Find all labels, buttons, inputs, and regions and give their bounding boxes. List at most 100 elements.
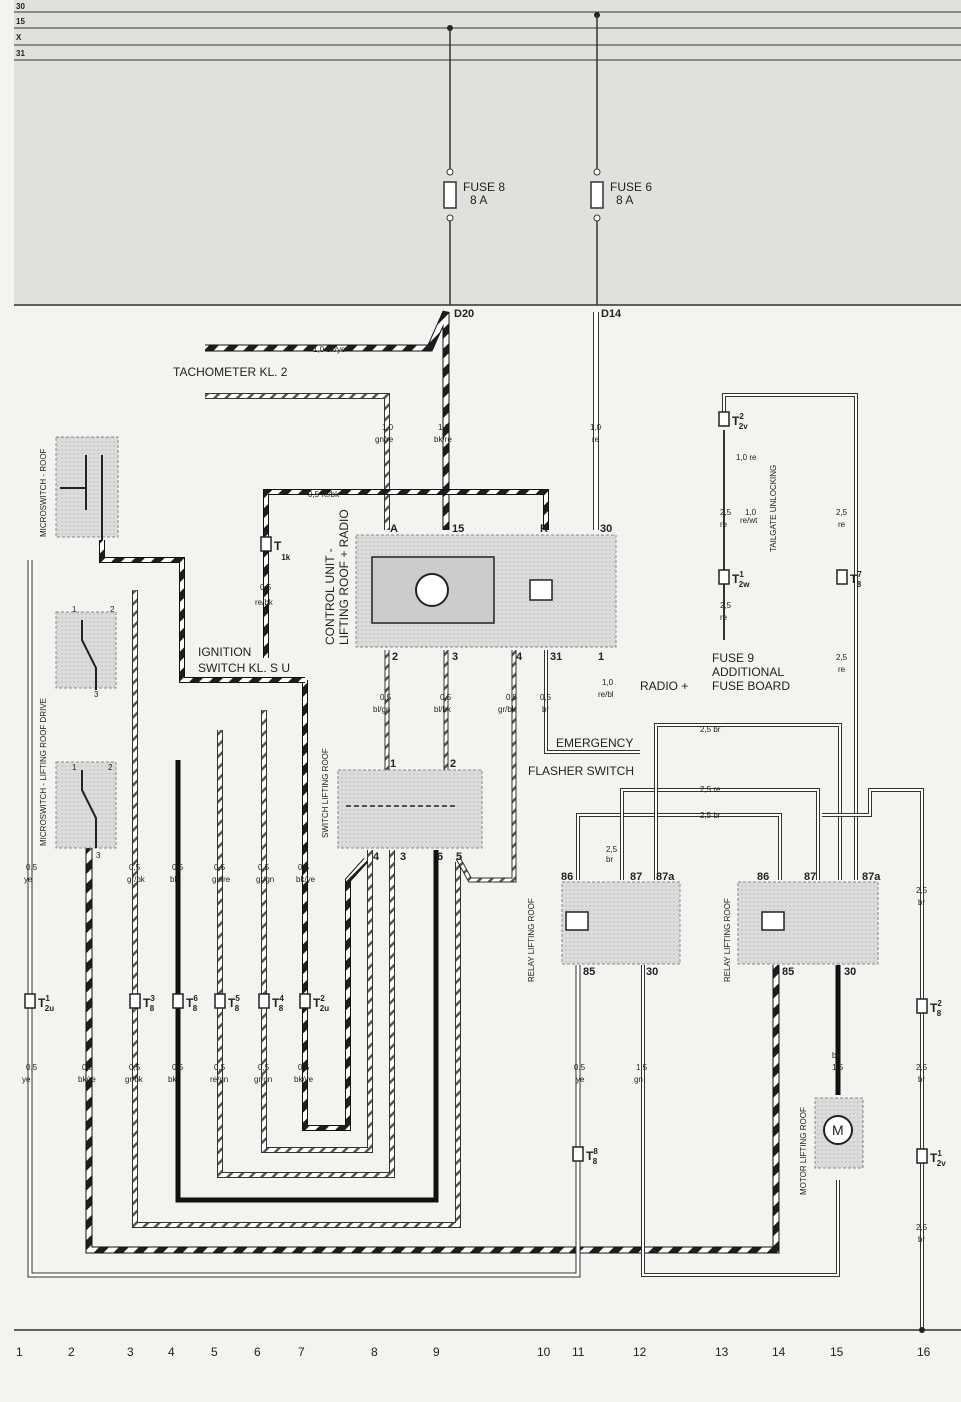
relay-1-pin-86: 86	[561, 871, 573, 883]
svg-text:br: br	[606, 855, 613, 864]
column-number: 2	[68, 1345, 75, 1359]
cu-pin-30: 30	[600, 523, 612, 535]
control-unit-label-2: LIFTING ROOF + RADIO	[337, 509, 351, 645]
switch-pin-6: 6	[437, 851, 443, 863]
cu-pin-3: 3	[452, 651, 458, 663]
svg-text:2,5: 2,5	[916, 1223, 928, 1232]
wire-label-upper: 0,5	[298, 863, 310, 872]
microswitch-roof-label: MICROSWITCH - ROOF	[39, 448, 48, 537]
relay-2-pin-87a: 87a	[862, 871, 881, 883]
svg-text:0,5: 0,5	[440, 693, 452, 702]
fuse-box-area	[14, 0, 961, 305]
svg-text:re: re	[720, 520, 728, 529]
wire-label-upper: 0,5	[26, 863, 38, 872]
svg-text:2,5: 2,5	[720, 508, 732, 517]
wire-label-lower: 0,5	[26, 1063, 38, 1072]
svg-text:1,5: 1,5	[832, 1063, 844, 1072]
svg-text:2,5: 2,5	[836, 508, 848, 517]
tach-wire-label: 1,0 bk/ye	[313, 345, 346, 354]
fuse-8-rating: 8 A	[470, 193, 487, 207]
svg-text:0,5: 0,5	[540, 693, 552, 702]
svg-text:1,5: 1,5	[636, 1063, 648, 1072]
svg-text:3: 3	[96, 851, 101, 860]
wire-label-upper-color: ye	[24, 875, 33, 884]
svg-text:1: 1	[72, 605, 77, 614]
microswitch-drive-label: MICROSWITCH - LIFTING ROOF DRIVE	[39, 698, 48, 846]
svg-text:br: br	[542, 705, 549, 714]
tailgate-label: TAILGATE UNLOCKING	[769, 465, 778, 552]
column-number: 6	[254, 1345, 261, 1359]
wire-label-upper-color: gn/re	[212, 875, 231, 884]
column-number: 1	[16, 1345, 23, 1359]
svg-text:re: re	[592, 435, 600, 444]
svg-text:2,5: 2,5	[606, 845, 618, 854]
wire-label-lower-color: ye	[22, 1075, 31, 1084]
fuse9-label-3: FUSE BOARD	[712, 679, 790, 693]
svg-text:gn/re: gn/re	[375, 435, 394, 444]
svg-text:1,0: 1,0	[590, 423, 602, 432]
switch-lifting-roof-label: SWITCH LIFTING ROOF	[321, 748, 330, 838]
svg-text:re/bk: re/bk	[255, 598, 274, 607]
relay-1-pin-30: 30	[646, 966, 658, 978]
cu-pin-r: R	[540, 523, 548, 535]
terminal-d20: D20	[454, 308, 474, 320]
bus-label-x: X	[16, 33, 22, 42]
wire-label-upper-color: bk	[170, 875, 179, 884]
fuse-8: FUSE 8 8 A	[443, 25, 505, 305]
wire-label-lower-color: gr/bk	[125, 1075, 144, 1084]
control-unit: A 15 R 30 2 3 4 31 1 CONTROL UNIT - LIFT…	[323, 509, 617, 663]
flasher-label: FLASHER SWITCH	[528, 764, 634, 778]
column-number: 13	[715, 1345, 729, 1359]
svg-text:2: 2	[110, 605, 115, 614]
bus-lines	[14, 11, 961, 61]
motor-label: MOTOR LIFTING ROOF	[799, 1107, 808, 1195]
column-number: 16	[917, 1345, 931, 1359]
fuse9-label-1: FUSE 9	[712, 651, 754, 665]
bus-label-15: 15	[16, 17, 25, 26]
switch-pin-5: 5	[456, 851, 462, 863]
svg-text:2: 2	[108, 763, 113, 772]
wire-label-lower-color: bk/ye	[294, 1075, 314, 1084]
wire-label-upper-color: gr/bk	[127, 875, 146, 884]
terminal-d14: D14	[601, 308, 622, 320]
relay-2-pin-86: 86	[757, 871, 769, 883]
relay-2: 86 87 87a 85 30 RELAY LIFTING ROOF	[723, 871, 881, 982]
relay-2-pin-85: 85	[782, 966, 794, 978]
tachometer-label: TACHOMETER KL. 2	[173, 365, 288, 379]
ignition-label-2: SWITCH KL. S U	[198, 661, 290, 675]
svg-text:br: br	[918, 1075, 925, 1084]
relay-1-pin-87a: 87a	[656, 871, 675, 883]
column-number: 8	[371, 1345, 378, 1359]
wire-label-upper-color: gr/gn	[256, 875, 274, 884]
wire-label-upper-color: bk/ye	[296, 875, 316, 884]
svg-text:1,0: 1,0	[438, 423, 450, 432]
svg-text:br: br	[918, 898, 925, 907]
relay-1-pin-85: 85	[583, 966, 595, 978]
column-number: 15	[830, 1345, 844, 1359]
column-number: 11	[572, 1345, 585, 1359]
switch-pin-3: 3	[400, 851, 406, 863]
relay-1-pin-87: 87	[630, 871, 642, 883]
wire-label-lower: 0,5	[298, 1063, 310, 1072]
svg-text:3: 3	[94, 690, 99, 699]
fuse-8-label: FUSE 8	[463, 180, 505, 194]
wire-label-rows: 0,5ye0,5gr/bk0,5bk0,5gn/re0,5gr/gn0,5bk/…	[22, 863, 316, 1084]
column-number: 12	[633, 1345, 647, 1359]
relay-2-pin-30: 30	[844, 966, 856, 978]
svg-text:1,0: 1,0	[382, 423, 394, 432]
wire-label-upper: 0,5	[172, 863, 184, 872]
fuse-6-label: FUSE 6	[610, 180, 652, 194]
svg-text:bl/bk: bl/bk	[434, 705, 452, 714]
